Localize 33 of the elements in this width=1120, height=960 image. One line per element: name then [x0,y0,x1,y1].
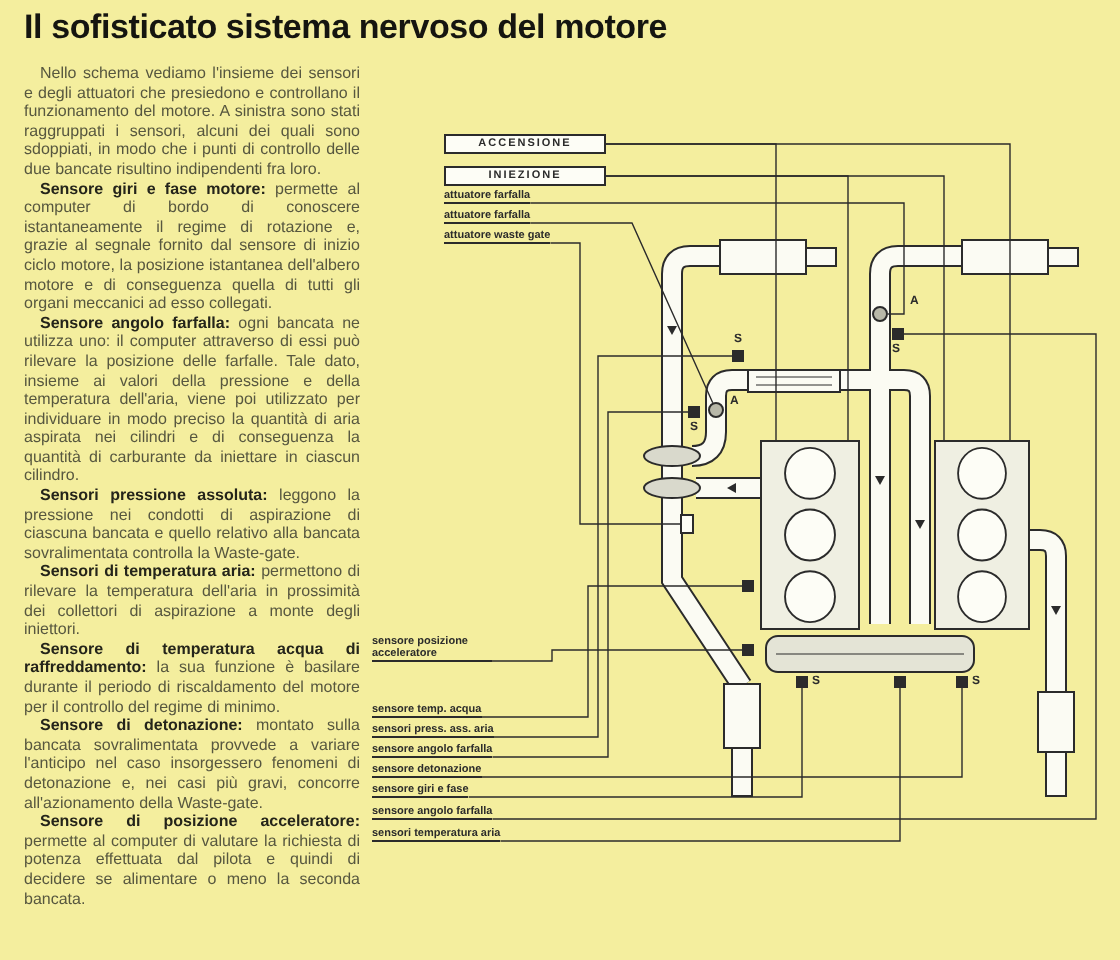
leader-line [480,585,743,718]
cylinder-bank [760,440,860,630]
paragraph: Nello schema vediamo l'insieme dei sensori e degli attuatori che presiedono e controllano il funzionamento del motore. A sinistra sono stati raggruppati i sensori, alcuni dei quali sono sdoppiati, in modo che i punti di controllo delle due bancate risultino indipendenti fra loro. [24,64,360,180]
sensor-mark [892,328,904,340]
leader-line [529,222,714,404]
title: Il sofisticato sistema nervoso del motore [24,8,668,48]
leader-line [467,687,803,798]
leader-line [549,242,681,525]
paragraph: Sensore di detonazione: montato sulla bancata sovralimentata provvede a variare l'anticipo nel caso insorgessero fenomeni di detonazione e, nei casi più gravi, concorre all'azionamento della Waste-gate. [24,716,360,813]
sensor-mark [894,676,906,688]
leader-line [493,355,733,738]
sensor-mark [956,676,968,688]
leader-line [605,175,945,441]
sensor-mark [742,644,754,656]
sensor-mark [742,580,754,592]
sensor-mark [688,406,700,418]
paragraph: Sensori di temperatura aria: permettono di rilevare la temperatura dell'aria in prossimità dei collettori di aspirazione a monte degli iniettori. [24,562,360,640]
leader-line [491,411,689,758]
cylinder-bank [934,440,1030,630]
paragraph: Sensore giri e fase motore: permette al computer di bordo di conoscere istantaneamente il regime di rotazione e, grazie al segnale fornito dal sensore di inizio ciclo motore, la posizione istantanea dell'albero motore e di conseguenza quella di tutti gli organi meccanici ad esso collegati. [24,179,360,314]
leader-line [529,202,905,315]
leader-line [491,649,743,662]
leader-line [480,687,963,778]
paragraph: Sensore angolo farfalla: ogni bancata ne utilizza uno: il computer attraverso di essi può rilevare la posizione delle farfalle. Tale dato, insieme ai valori della pressione e della temperatura dell'aria, viene poi utilizzato per individuare in modo preciso la quantità di aria aspirata nei cilindri e di conseguenza la quantità di carburante da iniettare in ciascun cilindro. [24,313,360,487]
leader-line [491,333,1097,820]
leader-line [499,687,901,842]
sensor-mark [732,350,744,362]
wastegate-valve [680,514,694,534]
paragraph: Sensore di posizione acceleratore: permette al computer di valutare la richiesta di potenza effettuata dal pilota e quindi di decidere se alimentare o meno la seconda bancata. [24,812,360,909]
sensor-mark [796,676,808,688]
leader-line [605,143,1011,441]
paragraph: Sensori pressione assoluta: leggono la pressione nei condotti di aspirazione di ciascuna bancata e quello relativo alla bancata sovralimentata controlla la Waste-gate. [24,486,360,563]
paragraph: Sensore di temperatura acqua di raffreddamento: la sua funzione è basilare durante il periodo di riscaldamento del motore per il controllo del regime di minimo. [24,639,360,717]
